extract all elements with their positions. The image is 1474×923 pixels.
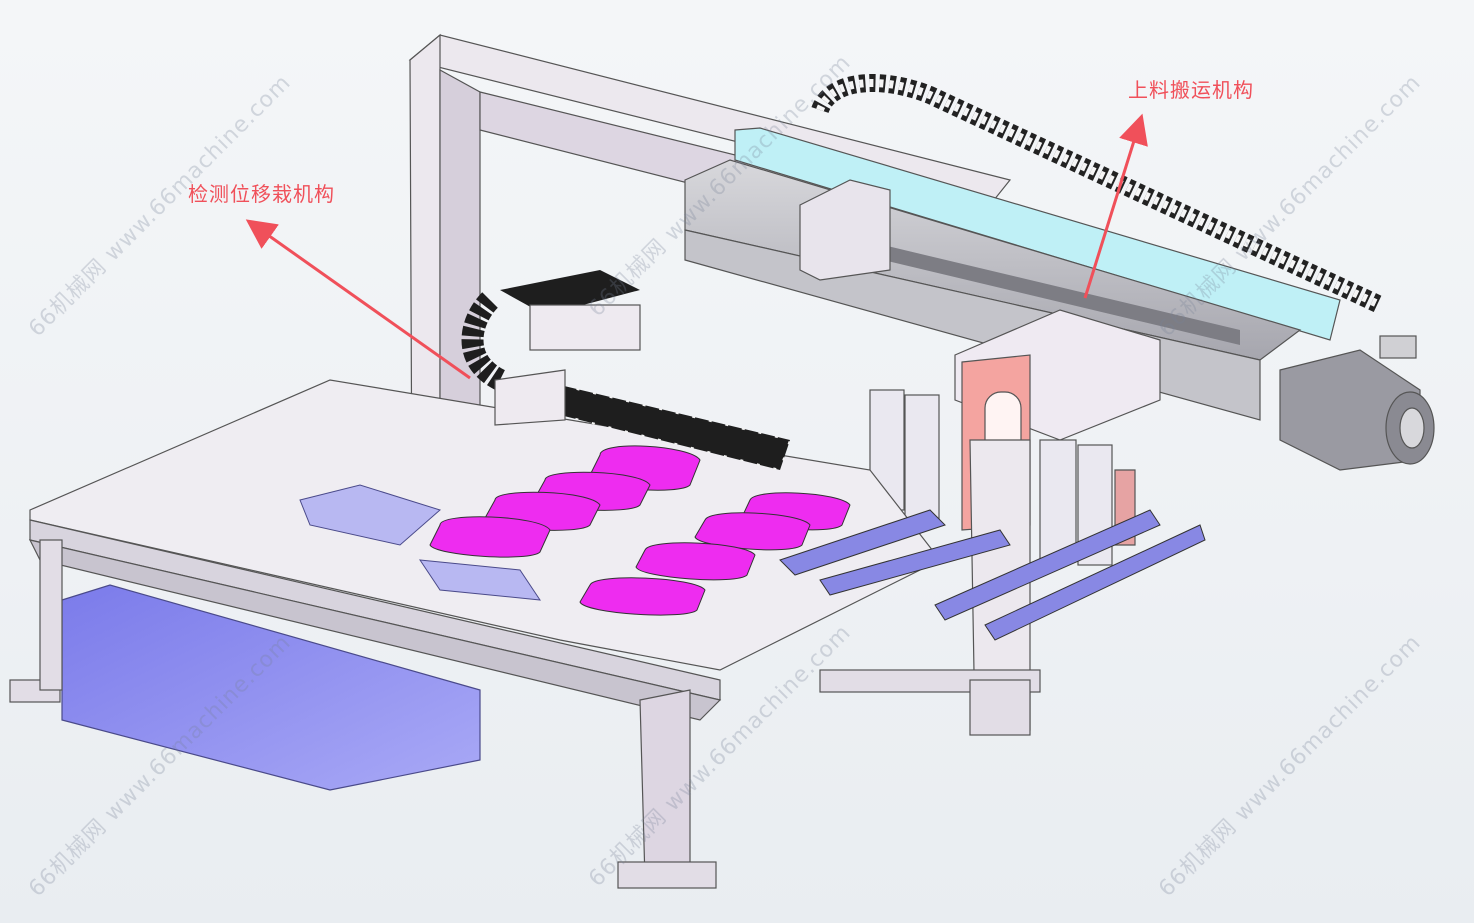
rail-cable-chain	[811, 74, 1384, 314]
servo-motor	[1279, 335, 1435, 471]
lift-cylinders	[869, 389, 1113, 566]
transfer-callout-arrow	[245, 219, 471, 380]
loading-mechanism-label: 上料搬运机构	[1128, 78, 1254, 102]
transfer-cable-chain	[461, 270, 792, 472]
clamp-bars	[779, 509, 1206, 641]
transfer-head	[494, 179, 891, 426]
transfer-mechanism-label: 检测位移栽机构	[188, 182, 335, 206]
table-legs	[9, 539, 1041, 889]
loader-callout-arrow	[1083, 113, 1148, 299]
water-tank	[61, 584, 481, 791]
magenta-parts	[429, 445, 851, 616]
tray-areas	[299, 484, 542, 601]
